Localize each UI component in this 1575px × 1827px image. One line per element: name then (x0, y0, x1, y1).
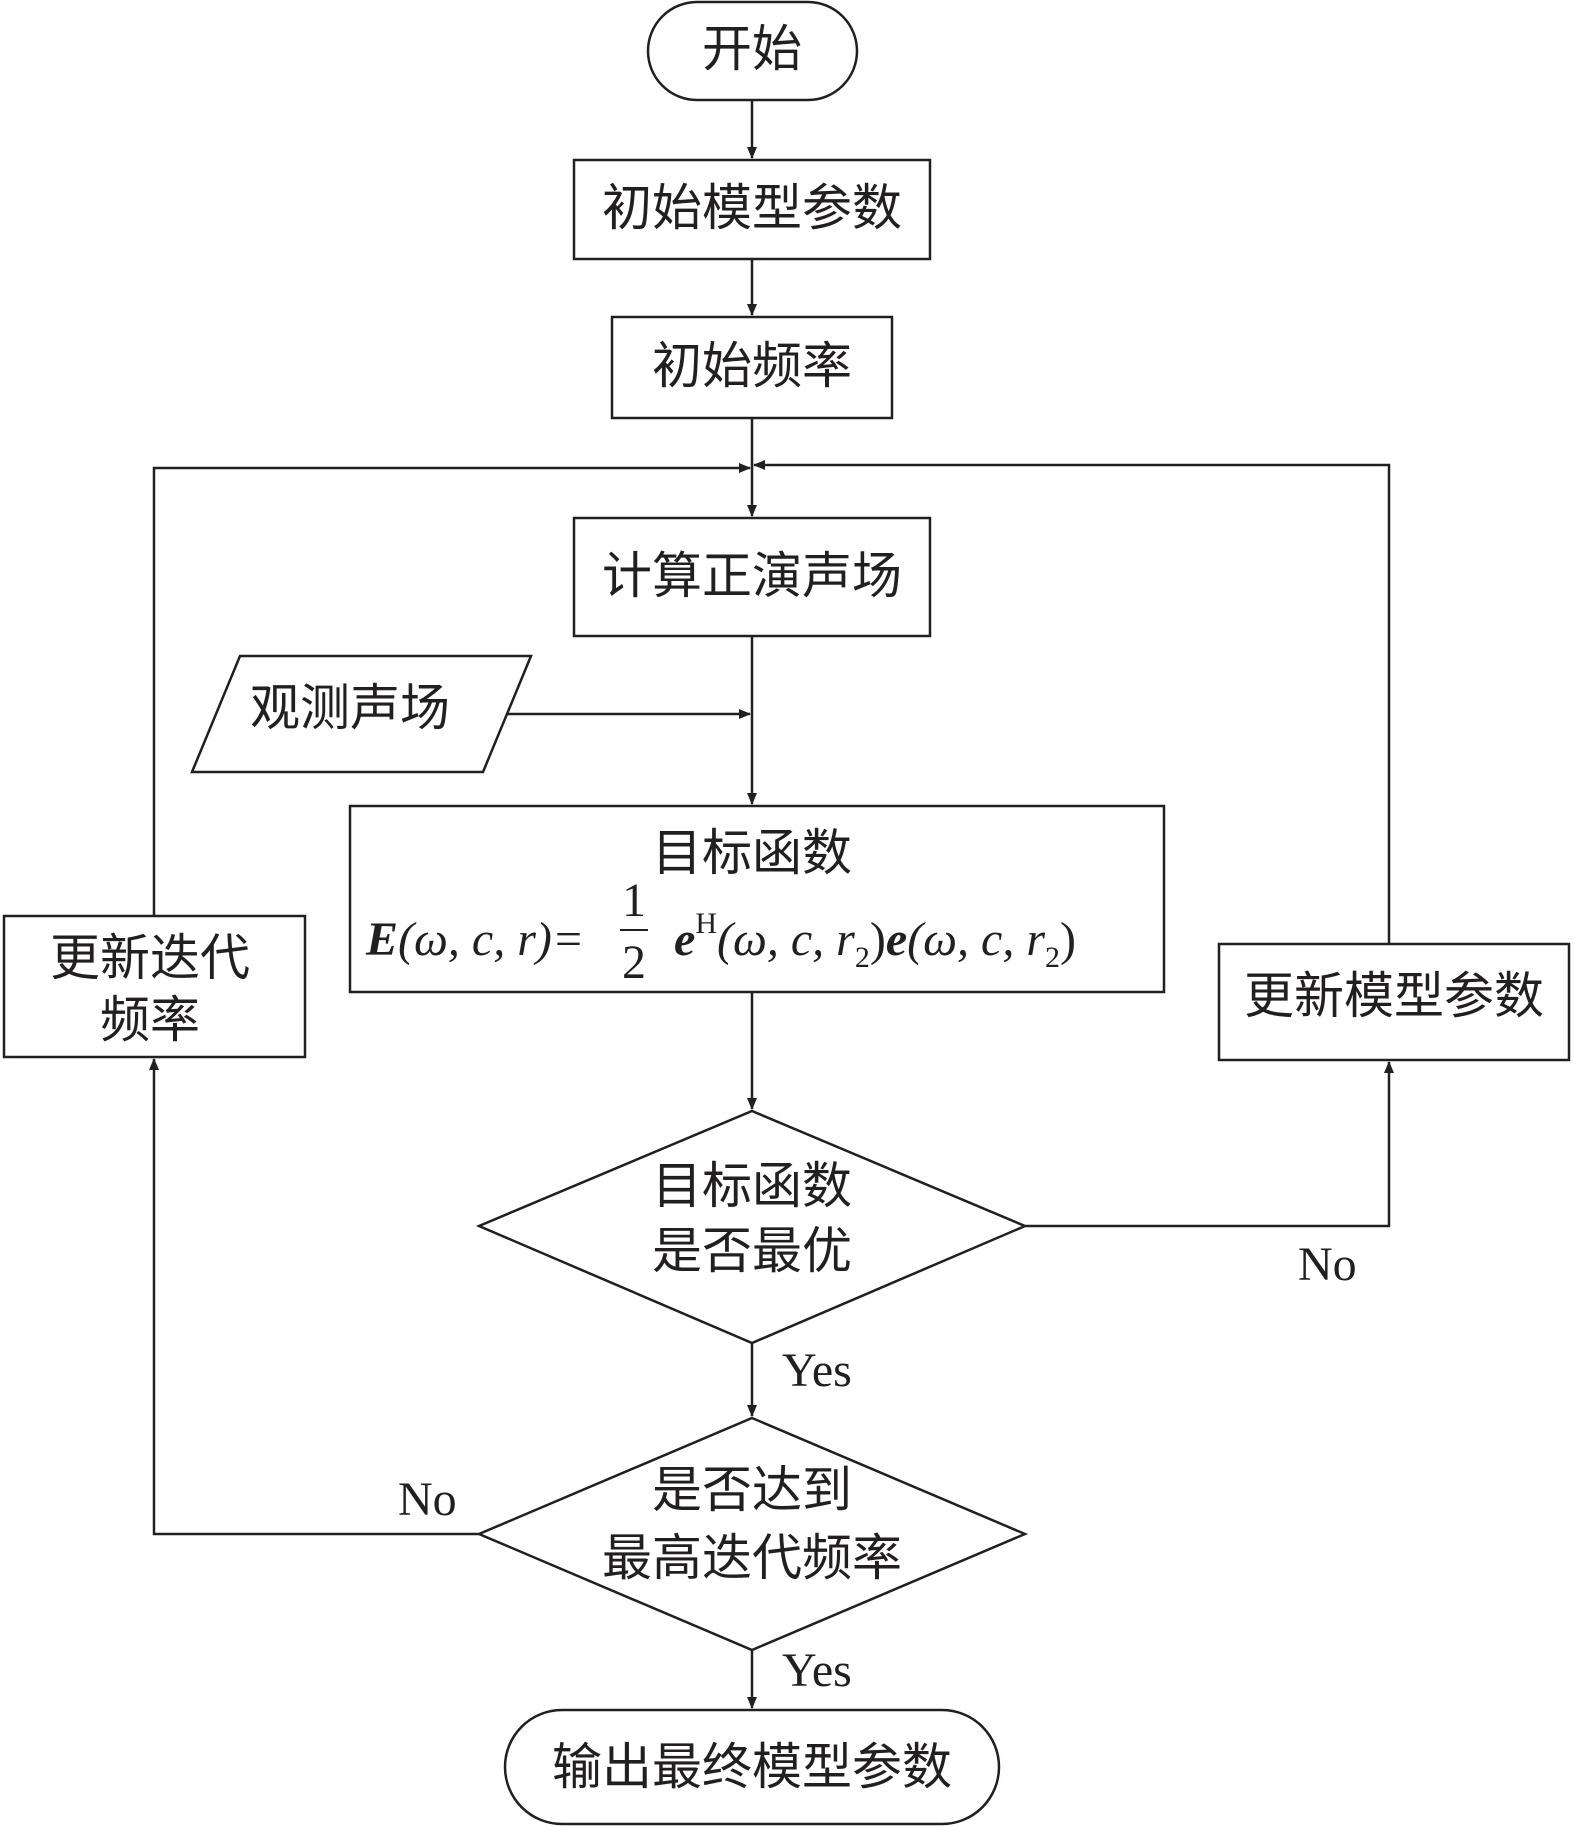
decision-optimal-line2: 是否最优 (652, 1222, 852, 1280)
edge-label-d1-yes: Yes (782, 1344, 852, 1397)
observed-field-input (190, 654, 533, 774)
init-freq-label: 初始频率 (652, 337, 852, 395)
edge-label-d2-no: No (398, 1473, 457, 1526)
forward-field-box (572, 516, 932, 638)
objective-label: 目标函数 (652, 824, 852, 882)
observed-field-label: 观测声场 (250, 679, 450, 737)
objective-formula: E(ω, c, r)= (365, 913, 584, 966)
init-params-box (572, 158, 932, 261)
update-params-box (1217, 942, 1571, 1062)
update-freq-box (2, 914, 307, 1059)
decision-max-freq-line2: 最高迭代频率 (602, 1529, 902, 1587)
update-freq-label-line2: 频率 (100, 991, 200, 1049)
update-freq-label-line1: 更新迭代 (50, 929, 250, 987)
init-params-label: 初始模型参数 (602, 179, 902, 237)
edge-decision1-no (1025, 1061, 1394, 1228)
decision-optimal-line1: 目标函数 (652, 1157, 852, 1215)
formula-numerator: 1 (622, 874, 646, 927)
update-params-label: 更新模型参数 (1244, 967, 1544, 1025)
decision-max-freq-line1: 是否达到 (652, 1461, 852, 1519)
output-label: 输出最终模型参数 (552, 1738, 952, 1796)
formula-rhs: eH(ω, c, r2)e(ω, c, r2) (674, 907, 1076, 974)
edge-label-d2-yes: Yes (782, 1644, 852, 1697)
start-label: 开始 (702, 20, 802, 78)
edge-label-d1-no: No (1298, 1238, 1357, 1291)
edge-update-freq-loop (152, 463, 751, 916)
init-freq-box (610, 315, 894, 420)
edge-decision2-no (149, 1058, 479, 1536)
objective-box (348, 804, 1166, 994)
output-node (503, 1708, 1001, 1826)
formula-denominator: 2 (622, 936, 646, 989)
forward-field-label: 计算正演声场 (602, 547, 902, 605)
edge-update-params-loop (753, 460, 1391, 944)
